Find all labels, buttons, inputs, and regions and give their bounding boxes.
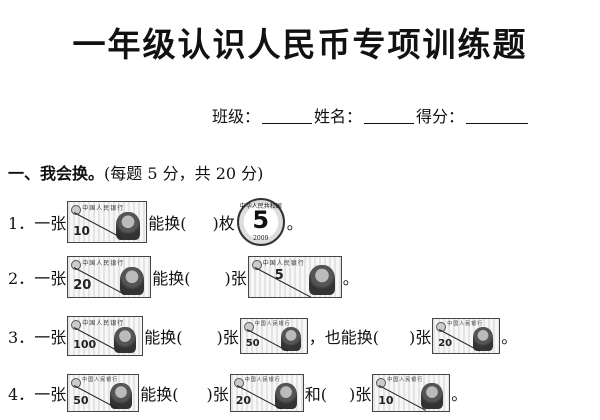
class-blank: [262, 109, 313, 124]
bill-denomination: 10: [378, 394, 394, 407]
question-text: )枚: [212, 214, 235, 233]
bill-header: 中国人民银行: [244, 377, 281, 383]
portrait-icon: [421, 383, 444, 409]
student-info-row: 班级： 姓名： 得分：: [212, 103, 530, 127]
section-heading: 一、我会换。(每题 5 分，共 20 分): [8, 160, 263, 184]
portrait-icon: [114, 327, 137, 353]
banknote-20-image: 中国人民银行 20: [229, 374, 304, 412]
score-blank: [466, 109, 529, 124]
class-label: 班级：: [212, 107, 261, 126]
banknote-10-image: 中国人民银行 10: [372, 374, 451, 412]
question-4: 4． 一张 中国人民银行 50 能换( )张 中国人民银行 20 和( )张 中国人…: [8, 374, 467, 412]
question-number: 2．: [8, 269, 35, 288]
question-text: ，也能换(: [308, 328, 379, 347]
portrait-icon: [116, 212, 141, 240]
question-text: 一张: [34, 385, 67, 404]
question-text: 和(: [304, 385, 327, 404]
bill-denomination: 10: [73, 224, 90, 238]
question-3: 3． 一张 中国人民银行 100 能换( )张 中国人民银行 50 ，也能换( )张…: [8, 316, 517, 356]
bill-header: 中国人民银行: [262, 260, 305, 267]
bill-header: 中国人民银行: [82, 205, 125, 212]
portrait-icon: [120, 267, 145, 295]
question-text: 能换(: [140, 385, 179, 404]
bill-header: 中国人民银行: [447, 321, 484, 327]
name-blank: [364, 109, 415, 124]
portrait-icon: [308, 265, 335, 295]
question-text: 能换(: [148, 214, 187, 233]
question-text: )张: [408, 328, 432, 347]
bill-denomination: 20: [235, 394, 252, 407]
banknote-50-image: 中国人民银行 50: [239, 318, 308, 354]
portrait-icon: [110, 383, 133, 409]
question-text: )张: [216, 328, 239, 347]
banknote-20-image: 中国人民银行 20: [67, 256, 152, 298]
bill-header: 中国人民银行: [82, 260, 125, 267]
question-number: 3．: [8, 328, 35, 347]
banknote-20-image: 中国人民银行 20: [432, 318, 501, 354]
question-end: 。: [286, 214, 303, 233]
bill-denomination: 100: [73, 338, 97, 351]
question-text: )张: [206, 385, 229, 404]
bill-header: 中国人民银行: [82, 320, 125, 327]
question-text: 能换(: [144, 328, 183, 347]
question-number: 1．: [8, 214, 35, 233]
bill-header: 中国人民银行: [82, 377, 119, 383]
banknote-10-image: 中国人民银行 10: [67, 201, 148, 243]
section-note: (每题 5 分，共 20 分): [104, 164, 264, 183]
section-title: 一、我会换。: [8, 164, 105, 183]
bill-header: 中国人民银行: [254, 321, 291, 327]
question-text: 一张: [34, 328, 67, 347]
portrait-icon: [274, 383, 297, 409]
bill-denomination: 20: [438, 338, 453, 349]
question-end: 。: [451, 385, 468, 404]
question-text: )张: [224, 269, 247, 288]
score-label: 得分：: [416, 107, 465, 126]
bill-denomination: 5: [274, 268, 284, 283]
question-end: 。: [501, 328, 518, 347]
bill-denomination: 50: [245, 338, 260, 349]
question-end: 。: [342, 269, 359, 288]
question-2: 2． 一张 中国人民银行 20 能换( )张 中国人民银行 5 。: [8, 256, 359, 298]
question-1: 1． 一张 中国人民银行 10 能换( )枚 中华人民共和国 5 2009 。: [8, 198, 303, 246]
coin-top-text: 中华人民共和国: [239, 203, 282, 210]
coin-year: 2009: [253, 235, 269, 242]
question-text: 一张: [34, 269, 67, 288]
name-label: 姓名：: [314, 107, 363, 126]
question-text: 一张: [34, 214, 67, 233]
question-number: 4．: [8, 385, 35, 404]
bill-denomination: 50: [73, 394, 89, 407]
banknote-5-image: 中国人民银行 5: [247, 256, 342, 298]
bill-denomination: 20: [73, 278, 92, 293]
coin-denomination: 5: [252, 206, 270, 234]
question-text: )张: [348, 385, 372, 404]
coin-5-jiao-image: 中华人民共和国 5 2009: [236, 198, 285, 246]
banknote-50-image: 中国人民银行 50: [67, 374, 140, 412]
portrait-icon: [280, 327, 301, 351]
portrait-icon: [473, 327, 494, 351]
page-title: 一年级认识人民币专项训练题: [72, 25, 528, 64]
question-text: 能换(: [152, 269, 191, 288]
banknote-100-image: 中国人民银行 100: [67, 316, 144, 356]
bill-header: 中国人民银行: [387, 377, 424, 383]
